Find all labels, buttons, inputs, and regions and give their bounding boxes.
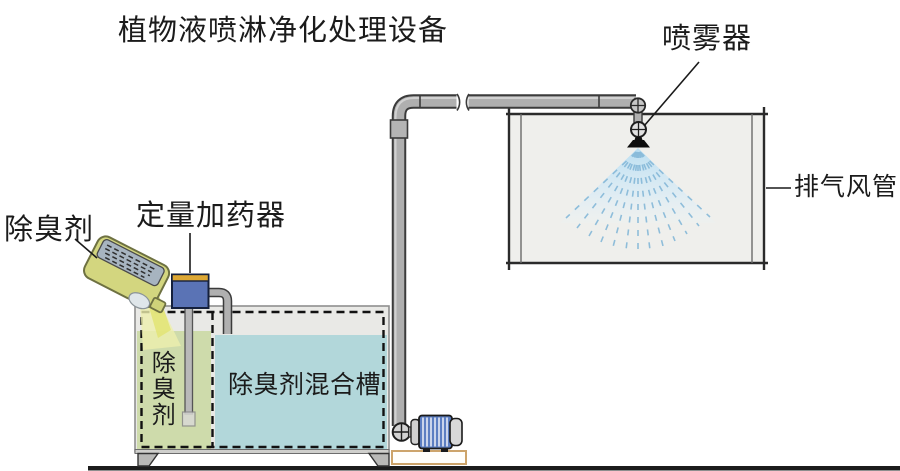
tank-left-compartment-label: 除臭剂: [147, 350, 176, 428]
mixing-tank: [134, 305, 390, 467]
deodorant-bottle-label: 除臭剂: [4, 212, 95, 246]
bottle-label-panel: [96, 239, 165, 287]
pipe-highlight: [394, 97, 634, 424]
spray-mist: [560, 148, 716, 252]
leader-sprayer: [643, 61, 700, 127]
leader-deodorant-bottle: [74, 238, 98, 259]
sprayer-label: 喷雾器: [662, 21, 753, 55]
dosing-suction-tube: [181, 307, 196, 427]
pump: [391, 414, 467, 465]
mixing-tank-label: 除臭剂混合槽: [228, 370, 382, 399]
diagram-title: 植物液喷淋净化处理设备: [118, 13, 449, 47]
duct-inner-walls: [520, 114, 753, 263]
exhaust-duct-label: 排气风管: [794, 172, 899, 201]
deodorant-bottle: [83, 235, 171, 314]
spray-cone: [560, 148, 716, 223]
pipe-break-symbol: [456, 93, 470, 111]
tank-left-leg: [137, 452, 160, 467]
tank-bottom-rim: [134, 449, 390, 454]
spray-rays: [565, 151, 711, 252]
tank-dashed-liner: [140, 310, 385, 449]
pump-plinth: [391, 450, 467, 465]
bottle-spout: [149, 297, 167, 314]
dosing-device: [171, 273, 210, 309]
pump-end-cap: [449, 417, 463, 447]
pump-cooling-fins: [422, 417, 448, 447]
tank-mixing-liquid: [215, 335, 387, 450]
sprayer-assembly: [627, 97, 650, 148]
suction-foot-valve: [181, 411, 196, 427]
tank-left-liquid: [137, 331, 211, 450]
duct-outer-flanges: [507, 107, 766, 270]
dosing-outlet-pipe: [208, 287, 233, 334]
bottle-label-text-lines: [104, 244, 158, 279]
dosing-device-label: 定量加药器: [136, 198, 287, 232]
main-pipe: [389, 93, 636, 426]
tank-right-leg: [367, 452, 390, 467]
ground-line: [88, 466, 900, 471]
leader-lines: [74, 61, 791, 273]
bottle-cap: [128, 292, 151, 310]
spray-nozzle: [627, 140, 650, 148]
pipe-union-fitting: [389, 119, 409, 139]
dosing-device-lid: [171, 273, 210, 282]
pipe-joint-marks: [419, 95, 600, 109]
